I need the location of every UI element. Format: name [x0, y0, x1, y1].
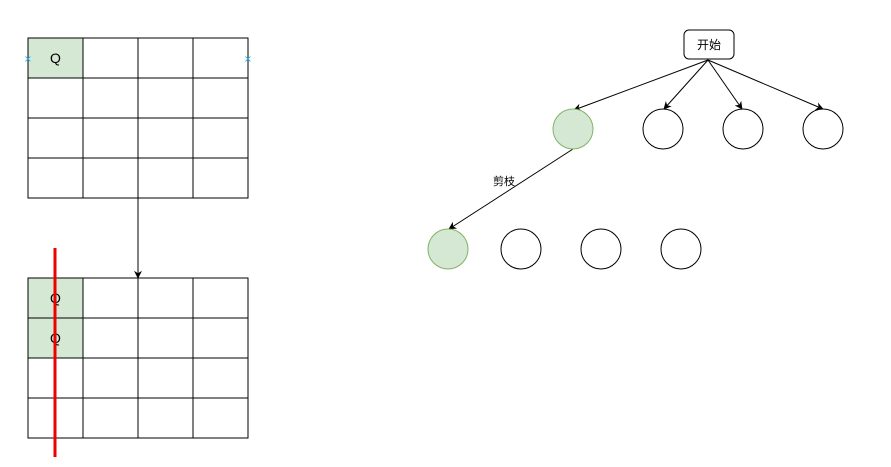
level2-node-3[interactable]	[580, 228, 622, 270]
board-top-cell[interactable]	[192, 77, 249, 119]
board-bottom-cell[interactable]	[137, 357, 194, 399]
board-bottom-cell[interactable]	[137, 397, 194, 439]
level2-node-1[interactable]	[427, 228, 469, 270]
board-bottom-cell[interactable]	[82, 357, 139, 399]
board-top-cell[interactable]	[137, 37, 194, 79]
board-bottom-cell[interactable]	[137, 277, 194, 319]
board-top-cell[interactable]	[82, 157, 139, 199]
root-node-label: 开始	[697, 38, 721, 52]
edge-root-child-2	[663, 59, 709, 110]
board-top-cell[interactable]	[137, 157, 194, 199]
board-top-cell[interactable]	[82, 77, 139, 119]
board-top-cell[interactable]	[82, 37, 139, 79]
level1-node-4[interactable]	[802, 108, 844, 150]
edge-root-child-4	[707, 59, 824, 110]
board-top-cell[interactable]	[27, 77, 84, 119]
board-bottom-cell[interactable]	[82, 277, 139, 319]
chessboard-top: Q	[27, 37, 249, 199]
level1-node-2[interactable]	[642, 108, 684, 150]
board-top-queen-label: Q	[50, 50, 61, 66]
board-bottom-cell[interactable]	[137, 317, 194, 359]
board-bottom-cell[interactable]	[192, 397, 249, 439]
level1-node-3[interactable]	[722, 108, 764, 150]
level1-node-1[interactable]	[552, 108, 594, 150]
selection-handle-left[interactable]: ×	[24, 54, 32, 65]
search-tree: 剪枝 开始	[427, 29, 844, 270]
board-top-cell[interactable]	[137, 77, 194, 119]
root-node[interactable]	[683, 29, 735, 60]
edge-root-child-3	[707, 59, 743, 110]
board-bottom-cell[interactable]	[192, 317, 249, 359]
chessboard-bottom: QQ	[27, 277, 249, 439]
board-top-cell[interactable]	[82, 117, 139, 159]
board-top-cell[interactable]	[137, 117, 194, 159]
board-bottom-cell[interactable]	[192, 277, 249, 319]
edge-prune	[448, 148, 574, 230]
board-bottom-cell[interactable]	[82, 397, 139, 439]
board-top-cell[interactable]	[192, 157, 249, 199]
board-top-cell[interactable]	[27, 157, 84, 199]
board-top-cell[interactable]	[192, 117, 249, 159]
level2-node-2[interactable]	[500, 228, 542, 270]
board-top-cell[interactable]	[27, 117, 84, 159]
board-bottom-cell[interactable]	[192, 357, 249, 399]
prune-label: 剪枝	[493, 174, 515, 188]
board-top-cell[interactable]	[192, 37, 249, 79]
board-bottom-cell[interactable]	[82, 317, 139, 359]
selection-handle-right[interactable]: ×	[244, 54, 252, 65]
level2-node-4[interactable]	[660, 228, 702, 270]
board-top-cell-queen[interactable]	[27, 37, 84, 79]
edge-root-child-1	[573, 59, 709, 112]
